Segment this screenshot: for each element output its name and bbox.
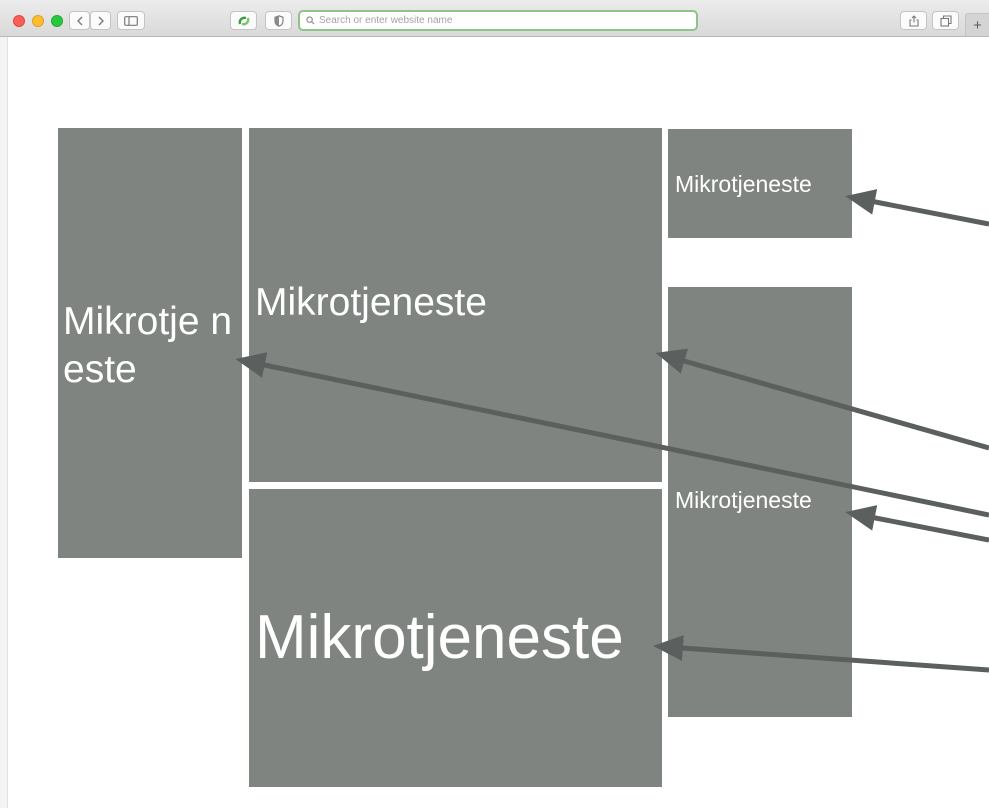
forward-button[interactable] [90,11,111,30]
share-icon [908,14,919,27]
sidebar-icon [124,15,138,26]
microservice-box-label: Mikrotjeneste [255,281,487,324]
tabs-icon [939,14,952,27]
microservice-box-label: Mikrotjeneste [255,603,624,672]
new-tab-button[interactable]: + [965,13,989,36]
search-icon [306,16,315,25]
address-bar[interactable] [298,10,698,31]
close-window-button[interactable] [13,15,25,27]
tab-overview-button[interactable] [932,11,959,30]
back-button[interactable] [69,11,90,30]
zoom-window-button[interactable] [51,15,63,27]
microservice-box-small-top: Mikrotjeneste [668,129,852,238]
chevron-left-icon [76,16,82,25]
microservice-box-large-top: Mikrotjeneste [249,128,662,482]
minimize-window-button[interactable] [32,15,44,27]
arrow-to-right-tall-box [845,505,989,543]
arrow-to-large-bottom-box [653,635,989,673]
microservice-box-label: Mikrotje neste [63,300,233,391]
arrow-to-tall-left-box [235,352,989,518]
share-button[interactable] [900,11,927,30]
microservice-box-label: Mikrotjeneste [675,487,812,513]
extension-icon [238,16,249,25]
arrow-to-large-top-box [655,348,989,451]
page-edge [0,37,8,808]
browser-toolbar: + [0,0,989,37]
address-input[interactable] [315,15,696,26]
microservice-box-right-tall: Mikrotjeneste [668,287,852,717]
microservice-box-tall: Mikrotje neste [58,128,242,558]
arrow-to-top-right-box [845,189,989,227]
privacy-report-button[interactable] [265,11,292,30]
extension-button[interactable] [230,11,257,30]
microservice-box-large-bottom: Mikrotjeneste [249,489,662,787]
chevron-right-icon [98,16,104,25]
shield-icon [273,14,284,27]
microservice-box-label: Mikrotjeneste [675,171,812,197]
sidebar-toggle-button[interactable] [117,11,145,30]
